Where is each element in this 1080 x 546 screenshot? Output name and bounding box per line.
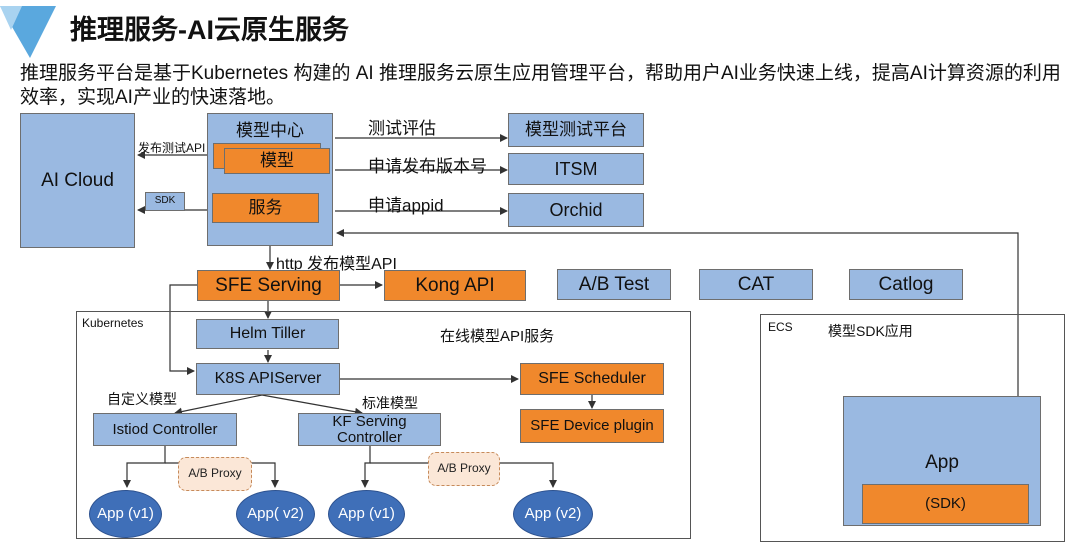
model-sdk-app-label: 模型SDK应用 xyxy=(828,323,913,339)
kubernetes-label: Kubernetes xyxy=(82,316,144,330)
logo-icon xyxy=(0,6,56,58)
model-test-platform-box: 模型测试平台 xyxy=(508,113,644,147)
sfe-device-plugin-box: SFE Device plugin xyxy=(520,409,664,443)
apply-appid-label: 申请appid xyxy=(368,196,444,215)
sfe-scheduler-box: SFE Scheduler xyxy=(520,363,664,395)
catlog-box: Catlog xyxy=(849,269,963,300)
app-v1-right: App (v1) xyxy=(328,490,405,538)
apply-version-label: 申请发布版本号 xyxy=(368,157,487,176)
service-box: 服务 xyxy=(212,193,319,223)
publish-test-api-label: 发布测试API xyxy=(138,141,206,155)
k8s-apiserver-box: K8S APIServer xyxy=(196,363,340,395)
kf-serving-controller-box: KF Serving Controller xyxy=(298,413,441,446)
istiod-controller-box: Istiod Controller xyxy=(93,413,237,446)
orchid-box: Orchid xyxy=(508,193,644,227)
ai-cloud-box: AI Cloud xyxy=(20,113,135,248)
ab-proxy-right: A/B Proxy xyxy=(428,452,500,486)
ab-proxy-left: A/B Proxy xyxy=(178,457,252,491)
custom-model-label: 自定义模型 xyxy=(107,391,177,407)
page-title: 推理服务-AI云原生服务 xyxy=(70,15,349,45)
app-v1-left: App (v1) xyxy=(89,490,162,538)
ab-test-box: A/B Test xyxy=(557,269,671,300)
test-eval-label: 测试评估 xyxy=(368,119,436,138)
ecs-label: ECS xyxy=(768,320,793,334)
description: 推理服务平台是基于Kubernetes 构建的 AI 推理服务云原生应用管理平台… xyxy=(20,63,1061,108)
kubernetes-frame xyxy=(76,311,691,539)
model-center-box: 模型中心 xyxy=(207,113,333,246)
http-publish-label: http 发布模型API xyxy=(276,256,397,273)
app-v2-left: App( v2) xyxy=(236,490,315,538)
ecs-frame xyxy=(760,314,1065,542)
sdk-tag: SDK xyxy=(145,192,185,211)
sfe-serving-box: SFE Serving xyxy=(197,270,340,301)
model-box: 模型 xyxy=(224,148,330,174)
kong-api-box: Kong API xyxy=(384,270,526,301)
sdk-box: (SDK) xyxy=(862,484,1029,524)
app-v2-right: App (v2) xyxy=(513,490,593,538)
standard-model-label: 标准模型 xyxy=(362,395,418,411)
helm-tiller-box: Helm Tiller xyxy=(196,319,339,349)
online-api-service-label: 在线模型API服务 xyxy=(440,328,555,345)
cat-box: CAT xyxy=(699,269,813,300)
itsm-box: ITSM xyxy=(508,153,644,185)
